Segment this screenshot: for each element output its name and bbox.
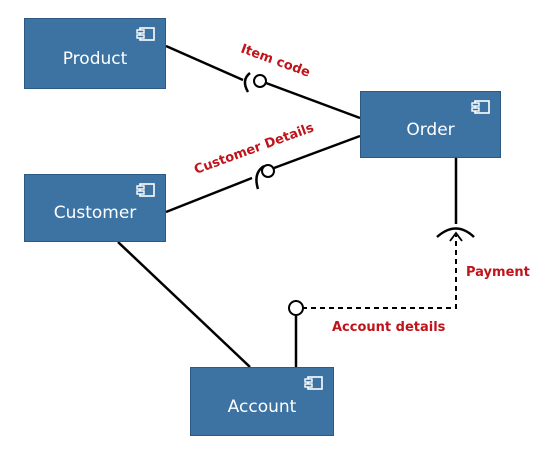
customer-details-label: Customer Details: [192, 120, 316, 177]
item-code-lollipop: [253, 74, 267, 88]
account-component[interactable]: Account: [190, 367, 334, 436]
account-label: Account: [227, 396, 297, 417]
product-connector: [165, 44, 244, 82]
component-icon: [136, 183, 155, 197]
component-icon: [136, 27, 155, 41]
account-details-label: Account details: [332, 320, 446, 335]
payment-label: Payment: [466, 265, 530, 280]
customer-connector: [165, 176, 253, 214]
payment-arrowhead: [449, 231, 463, 242]
customer-details-lollipop: [261, 164, 275, 178]
payment-dependency-line: [302, 235, 457, 309]
account-details-lollipop: [288, 300, 304, 316]
component-icon: [471, 100, 490, 114]
order-item-connector: [265, 81, 361, 120]
order-component[interactable]: Order: [360, 91, 501, 158]
product-component[interactable]: Product: [24, 18, 166, 89]
component-icon: [304, 376, 323, 390]
item-code-socket: [243, 72, 251, 93]
customer-label: Customer: [53, 203, 137, 223]
order-label: Order: [406, 119, 455, 140]
payment-socket: [436, 227, 475, 238]
customer-component[interactable]: Customer: [24, 174, 166, 242]
customer-account-association: [117, 241, 251, 368]
order-customer-connector: [273, 134, 361, 170]
product-label: Product: [62, 48, 128, 69]
